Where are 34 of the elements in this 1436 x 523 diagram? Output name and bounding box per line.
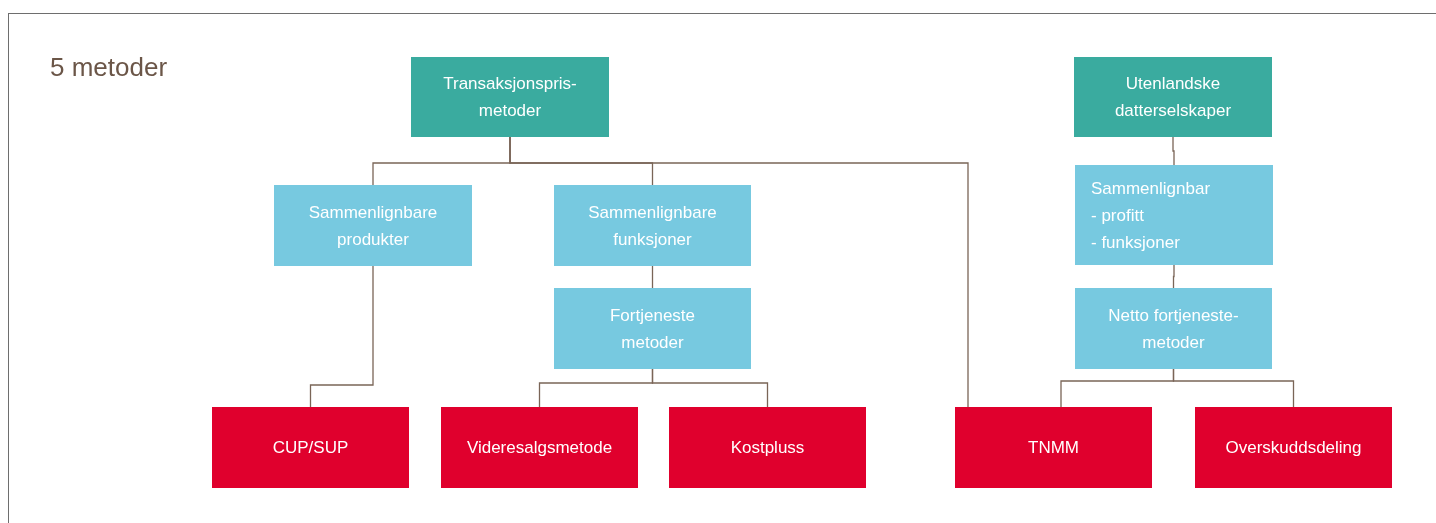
box-label: TNMM [1028, 437, 1079, 459]
method-box [1195, 407, 1392, 488]
diagram-title: 5 metoder [50, 52, 168, 83]
method-box [212, 407, 409, 488]
box-label: Videresalgsmetode [466, 437, 613, 459]
connector-line [309, 265, 374, 408]
box-label: Netto fortjeneste-metoder [1107, 304, 1240, 354]
method-box [955, 407, 1152, 488]
category-box [411, 57, 609, 137]
criteria-box [1075, 165, 1273, 265]
box-label: Kostpluss [730, 437, 805, 459]
box-label: - profitt [1091, 204, 1144, 227]
connector-line [1172, 368, 1295, 408]
box-label: Utenlandske datterselskaper [1113, 73, 1233, 122]
criteria-box [554, 185, 751, 266]
box-label: Transaksjonspris-metoder [442, 73, 578, 122]
method-box [669, 407, 866, 488]
criteria-box [274, 185, 472, 266]
box-label: Fortjeneste metoder [608, 304, 696, 354]
box-label: Sammenlignbare produkter [307, 201, 439, 251]
connector-line [509, 136, 969, 408]
connector-line [1172, 136, 1175, 166]
connector-line [651, 368, 769, 408]
box-label: CUP/SUP [272, 437, 349, 459]
box-label: Overskuddsdeling [1225, 437, 1362, 459]
method-box [441, 407, 638, 488]
criteria-box [1075, 288, 1272, 369]
box-label: Sammenlignbar [1091, 177, 1211, 200]
criteria-box [554, 288, 751, 369]
category-box [1074, 57, 1272, 137]
connector-line [651, 265, 654, 289]
connector-line [1172, 264, 1175, 289]
box-label: - funksjoner [1091, 231, 1180, 254]
box-label: Sammenlignbare funksjoner [587, 201, 718, 251]
